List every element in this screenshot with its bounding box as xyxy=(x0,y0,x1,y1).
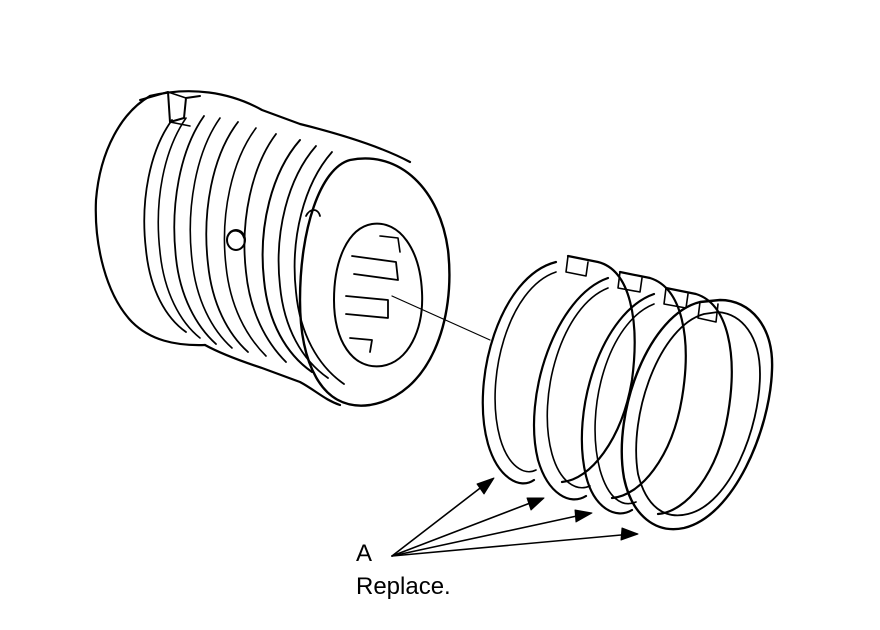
arrowhead-3 xyxy=(574,509,593,523)
alignment-centerline xyxy=(391,295,491,341)
sealing-ring-3 xyxy=(580,286,733,516)
shaft-spool xyxy=(94,90,451,407)
groove-3 xyxy=(173,115,217,345)
leader-line-4 xyxy=(391,533,633,557)
leader-line-1 xyxy=(391,481,489,557)
groove-4 xyxy=(189,117,233,349)
spline-4 xyxy=(379,235,401,253)
keyway-slot xyxy=(139,91,201,123)
leader-line-3 xyxy=(391,513,587,557)
front-face-inner xyxy=(333,222,424,368)
spline-1 xyxy=(351,255,399,281)
shaft-top-silhouette xyxy=(148,90,412,164)
front-face-outer xyxy=(298,157,451,407)
spline-3 xyxy=(349,337,373,353)
oil-hole xyxy=(226,229,246,251)
callout-text: Replace. xyxy=(356,573,451,600)
arrowhead-4 xyxy=(620,527,639,541)
groove-2 xyxy=(157,117,201,339)
arrowhead-1 xyxy=(476,477,495,495)
front-collar-ring-1 xyxy=(261,139,313,373)
sealing-ring-1 xyxy=(481,254,636,485)
groove-7 xyxy=(243,133,287,363)
groove-1 xyxy=(143,119,187,333)
sealing-ring-4 xyxy=(620,298,774,531)
callout-letter: A xyxy=(356,540,373,567)
groove-5 xyxy=(205,121,249,353)
leader-arrowheads xyxy=(476,477,639,541)
arrowhead-2 xyxy=(526,497,545,511)
front-collar-ring-2 xyxy=(277,145,329,379)
leader-lines xyxy=(391,481,633,557)
front-collar-ring-3 xyxy=(293,151,345,385)
shaft-bottom-silhouette xyxy=(203,343,342,407)
sealing-ring-2 xyxy=(532,270,687,501)
sealing-rings xyxy=(481,254,774,531)
keyway-slot-inner xyxy=(167,91,191,127)
groove-6 xyxy=(223,127,267,357)
shaft-rear-face xyxy=(94,94,207,347)
leader-line-2 xyxy=(391,499,539,557)
spline-2 xyxy=(345,295,389,319)
oil-hole-shadow xyxy=(227,230,245,239)
